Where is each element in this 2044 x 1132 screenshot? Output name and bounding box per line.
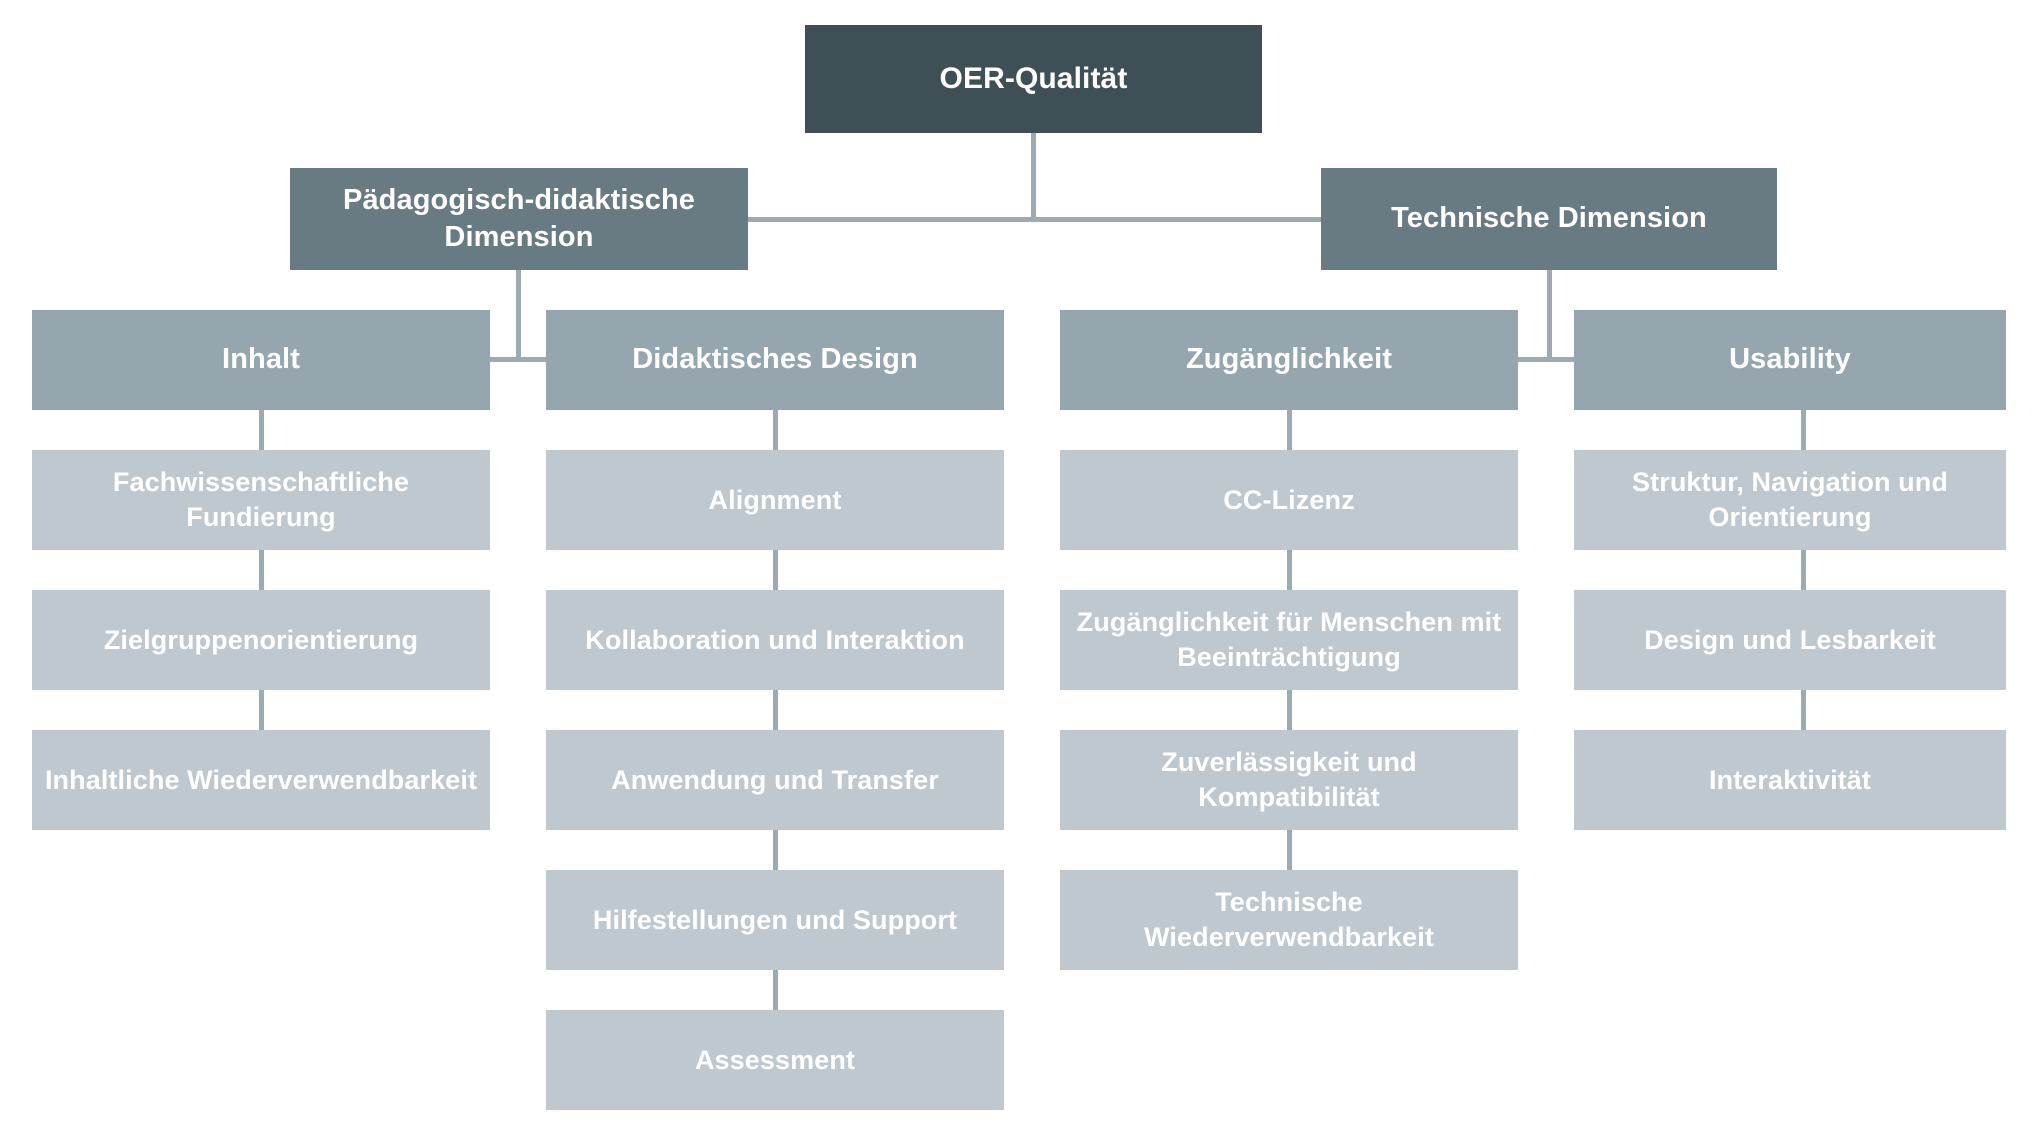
node-category-label: Inhalt <box>222 343 300 376</box>
node-category-inhalt[interactable]: Inhalt <box>32 310 490 410</box>
node-leaf-inhaltliche-wiederverwendbarkeit[interactable]: Inhaltliche Wiederverwendbarkeit <box>32 730 490 830</box>
node-leaf-label: Zugänglichkeit für Menschen mit Beeinträ… <box>1076 607 1502 672</box>
connector-dimensions-horizontal <box>516 217 1551 222</box>
connector-col4-seg3 <box>1801 690 1806 730</box>
connector-technical-down <box>1547 270 1552 360</box>
node-leaf-assessment[interactable]: Assessment <box>546 1010 1004 1110</box>
node-leaf-fachwissenschaftliche-fundierung[interactable]: Fachwissenschaftliche Fundierung <box>32 450 490 550</box>
connector-col4-seg1 <box>1801 410 1806 450</box>
connector-col2-seg1 <box>773 410 778 450</box>
node-leaf-label: Kollaboration und Interaktion <box>585 624 965 655</box>
node-leaf-anwendung-und-transfer[interactable]: Anwendung und Transfer <box>546 730 1004 830</box>
node-leaf-kollaboration-und-interaktion[interactable]: Kollaboration und Interaktion <box>546 590 1004 690</box>
connector-technical-categories-bar <box>1289 357 1799 362</box>
connector-root-down <box>1031 133 1036 219</box>
node-leaf-label: Zielgruppenorientierung <box>103 624 419 655</box>
node-leaf-design-und-lesbarkeit[interactable]: Design und Lesbarkeit <box>1574 590 2006 690</box>
node-leaf-label: Interaktivität <box>1709 764 1871 795</box>
connector-pedagogical-down <box>516 270 521 360</box>
node-leaf-alignment[interactable]: Alignment <box>546 450 1004 550</box>
node-dimension-label: Pädagogisch-didaktische Dimension <box>343 183 695 253</box>
connector-col3-seg1 <box>1287 410 1292 450</box>
node-category-label: Usability <box>1729 343 1851 376</box>
node-leaf-label: CC-Lizenz <box>1223 484 1355 515</box>
node-leaf-label: Technische Wiederverwendbarkeit <box>1144 887 1434 952</box>
node-leaf-hilfestellungen-und-support[interactable]: Hilfestellungen und Support <box>546 870 1004 970</box>
node-category-didaktisches-design[interactable]: Didaktisches Design <box>546 310 1004 410</box>
node-leaf-zuverlaessigkeit-und-kompatibilitaet[interactable]: Zuverlässigkeit und Kompatibilität <box>1060 730 1518 830</box>
connector-pedagogical-categories-bar <box>261 357 771 362</box>
node-leaf-zielgruppenorientierung[interactable]: Zielgruppenorientierung <box>32 590 490 690</box>
connector-col3-seg3 <box>1287 690 1292 730</box>
connector-col3-seg2 <box>1287 550 1292 590</box>
node-leaf-technische-wiederverwendbarkeit[interactable]: Technische Wiederverwendbarkeit <box>1060 870 1518 970</box>
connector-col1-seg3 <box>259 690 264 730</box>
connector-col1-seg2 <box>259 550 264 590</box>
node-category-zugaenglichkeit[interactable]: Zugänglichkeit <box>1060 310 1518 410</box>
connector-col1-seg1 <box>259 410 264 450</box>
node-dimension-technische[interactable]: Technische Dimension <box>1321 168 1777 270</box>
connector-col2-seg2 <box>773 550 778 590</box>
node-leaf-cc-lizenz[interactable]: CC-Lizenz <box>1060 450 1518 550</box>
connector-col2-seg5 <box>773 970 778 1010</box>
connector-col2-seg4 <box>773 830 778 870</box>
node-root-oer-qualitaet[interactable]: OER-Qualität <box>805 25 1262 133</box>
node-category-label: Didaktisches Design <box>632 343 918 376</box>
node-category-label: Zugänglichkeit <box>1185 343 1393 376</box>
node-leaf-label: Alignment <box>708 484 842 515</box>
connector-col4-seg2 <box>1801 550 1806 590</box>
node-leaf-label: Hilfestellungen und Support <box>592 904 958 935</box>
connector-col2-seg3 <box>773 690 778 730</box>
node-leaf-label: Zuverlässigkeit und Kompatibilität <box>1161 747 1417 812</box>
node-leaf-interaktivitaet[interactable]: Interaktivität <box>1574 730 2006 830</box>
node-dimension-label: Technische Dimension <box>1391 202 1707 235</box>
node-leaf-label: Assessment <box>694 1044 856 1075</box>
node-leaf-label: Design und Lesbarkeit <box>1644 624 1936 655</box>
node-leaf-label: Inhaltliche Wiederverwendbarkeit <box>44 764 478 795</box>
node-leaf-label: Fachwissenschaftliche Fundierung <box>112 467 410 532</box>
node-leaf-label: Struktur, Navigation und Orientierung <box>1632 467 1948 532</box>
node-root-label: OER-Qualität <box>939 61 1128 95</box>
node-leaf-struktur-navigation-und-orientierung[interactable]: Struktur, Navigation und Orientierung <box>1574 450 2006 550</box>
node-leaf-label: Anwendung und Transfer <box>611 764 939 795</box>
node-leaf-zugaenglichkeit-fuer-menschen-mit-beeintraechtigung[interactable]: Zugänglichkeit für Menschen mit Beeinträ… <box>1060 590 1518 690</box>
node-category-usability[interactable]: Usability <box>1574 310 2006 410</box>
connector-col3-seg4 <box>1287 830 1292 870</box>
node-dimension-paedagogisch-didaktisch[interactable]: Pädagogisch-didaktische Dimension <box>290 168 748 270</box>
